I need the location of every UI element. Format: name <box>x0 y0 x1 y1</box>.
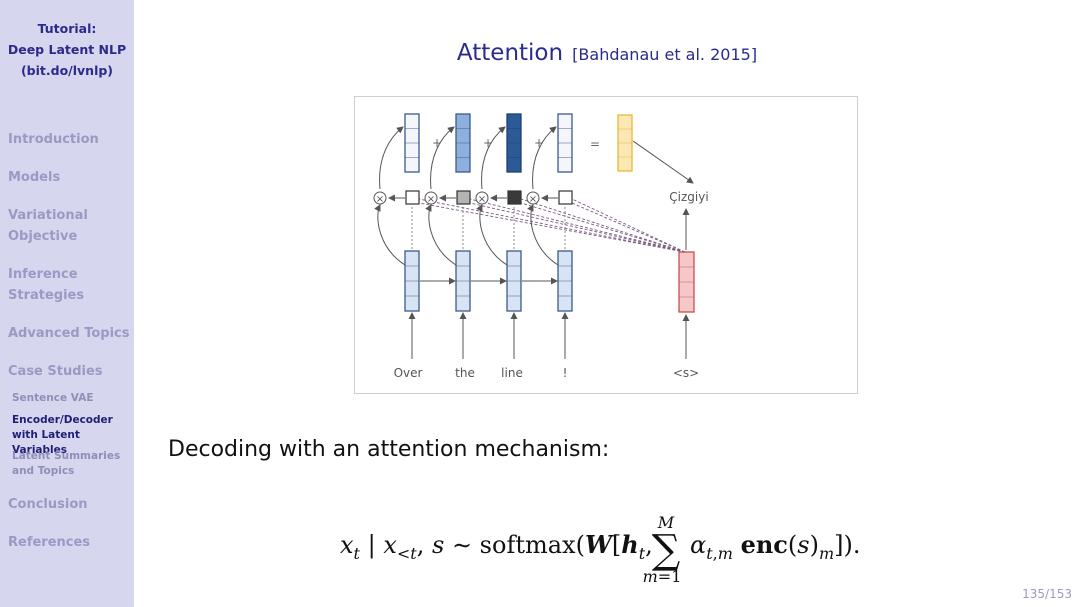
sidebar: Tutorial: Deep Latent NLP (bit.do/lvnlp)… <box>0 0 134 607</box>
dotted-guides <box>411 207 566 251</box>
formula-left: xt | x<t, s ∼ softmax(W[ht, <box>340 530 653 563</box>
page-number: 135/153 <box>1022 587 1072 601</box>
sigma-icon: ∑ <box>651 527 681 573</box>
sidebar-title-line: (bit.do/lvnlp) <box>20 63 114 78</box>
equals-symbol: = <box>590 137 600 151</box>
nav-models[interactable]: Models <box>8 170 61 185</box>
context-vector <box>617 114 633 172</box>
weighted-vector <box>404 113 420 173</box>
plus-symbol: + <box>432 136 442 150</box>
nav-inference[interactable]: Inference <box>8 267 78 282</box>
formula-right: αt,m enc(s)m]). <box>690 530 861 563</box>
sidebar-title-line: Tutorial: <box>37 21 97 36</box>
encoder-state <box>557 250 573 312</box>
sum-upper-limit: M <box>657 513 675 532</box>
nav-references[interactable]: References <box>8 535 91 550</box>
nav-objective[interactable]: Objective <box>8 229 78 244</box>
curved-arrows <box>374 126 559 266</box>
output-word: Çizgiyi <box>669 190 708 204</box>
weighted-vector <box>506 113 522 173</box>
decoder-state <box>678 251 695 313</box>
formula-summation: M ∑ m=1 <box>643 513 686 586</box>
encoder-state <box>506 250 522 312</box>
attention-weights <box>405 190 573 205</box>
times-symbol: × <box>427 194 435 205</box>
nav-advanced-topics[interactable]: Advanced Topics <box>8 326 130 341</box>
subnav-topics[interactable]: and Topics <box>12 465 75 477</box>
context-arrow <box>632 140 694 184</box>
nav-conclusion[interactable]: Conclusion <box>8 497 88 512</box>
slide-title-text: Attention <box>456 40 564 66</box>
slide-citation: [Bahdanau et al. 2015] <box>572 45 758 64</box>
attention-diagram: × × × × + + + = Over the line ! <s> Çizg… <box>354 96 858 394</box>
sidebar-title-line: Deep Latent NLP <box>7 42 127 57</box>
attention-lines <box>418 198 686 253</box>
subnav-encoder-decoder[interactable]: Encoder/Decoder <box>12 414 113 426</box>
decoder-input-token: <s> <box>673 366 699 380</box>
input-arrows <box>408 208 690 359</box>
times-symbol: × <box>478 194 486 205</box>
weighted-vector <box>557 113 573 173</box>
nav-introduction[interactable]: Introduction <box>8 132 99 147</box>
times-symbol: × <box>529 194 537 205</box>
subnav-latent-variables[interactable]: with Latent Variables <box>12 429 80 456</box>
input-word: Over <box>394 366 423 380</box>
sum-lower-limit: m=1 <box>642 567 682 586</box>
weighted-vector <box>455 113 471 173</box>
sidebar-title[interactable]: Tutorial: Deep Latent NLP (bit.do/lvnlp) <box>0 18 134 81</box>
slide-title: Attention [Bahdanau et al. 2015] <box>134 40 1080 66</box>
encoder-state <box>455 250 471 312</box>
nav-strategies[interactable]: Strategies <box>8 288 85 303</box>
times-symbol: × <box>376 194 384 205</box>
input-word: line <box>501 366 523 380</box>
subnav-latent-summaries[interactable]: Latent Summaries <box>12 450 121 462</box>
plus-symbol: + <box>483 136 493 150</box>
subnav-sentence-vae[interactable]: Sentence VAE <box>12 392 94 404</box>
attention-diagram-svg: × × × × + + + = Over the line ! <s> Çizg… <box>373 113 709 380</box>
multiply-ops <box>373 191 540 205</box>
plus-symbol: + <box>534 136 544 150</box>
slide-caption: Decoding with an attention mechanism: <box>168 437 610 462</box>
encoder-state <box>404 250 420 312</box>
input-word: the <box>455 366 475 380</box>
nav-case-studies[interactable]: Case Studies <box>8 364 103 379</box>
attention-formula: xt | x<t, s ∼ softmax(W[ht, M ∑ m=1 αt,m… <box>340 500 900 590</box>
nav-variational[interactable]: Variational <box>8 208 88 223</box>
input-word: ! <box>563 366 568 380</box>
